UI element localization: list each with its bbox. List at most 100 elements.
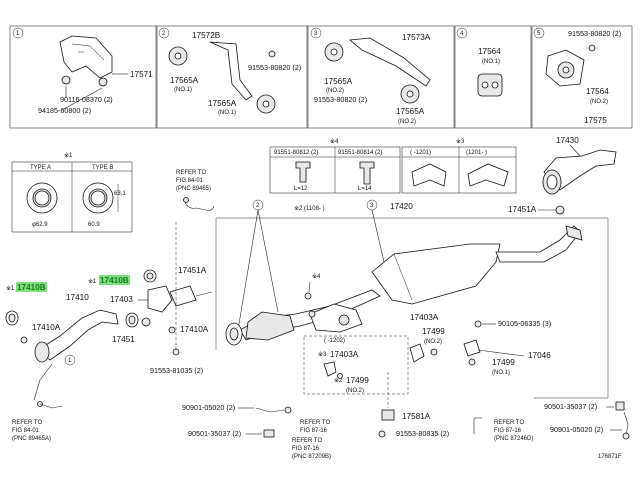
tail-pipe-17430: 17430 <box>542 136 617 195</box>
refer-label-bottom-left[interactable]: REFER TO FIG 84-01 (PNC 89465A) <box>12 363 63 442</box>
bottom-center-parts: 90901-05020 (2) 90501-35037 (2) REFER TO… <box>182 372 449 460</box>
range-header: ( -1201) <box>410 150 431 156</box>
part-number: (NO.1) <box>174 87 192 93</box>
gasket <box>468 358 476 366</box>
bolt-icon <box>98 77 108 87</box>
bolt-length: L=14 <box>358 186 372 192</box>
bolt-icon <box>61 75 71 85</box>
part-number: 94185-60800 (2) <box>38 106 91 115</box>
main-assembly: 17420 ※2 (1108- ) 17451A 2 3 ※4 <box>215 199 609 399</box>
bolt-part-number: 91551-80814 (2) <box>338 150 382 156</box>
top-box-1: 1 17571 90116-08370 (2) 94185-60800 (2) <box>9 25 157 129</box>
refer-label-bottom-right[interactable]: REFER TO FIG 87-16 (PNC 87246D) <box>494 420 533 442</box>
part-number: (NO.1) <box>218 110 236 116</box>
sensor-wire <box>183 199 215 211</box>
part-number: 17572B <box>192 31 221 40</box>
part-number: 17451A <box>178 266 207 275</box>
note-mark: ※4 <box>330 138 339 145</box>
box-number: 1 <box>16 31 20 37</box>
refer-line: REFER TO <box>292 438 322 444</box>
top-box-4: 4 17564 (NO.1) <box>454 25 532 129</box>
refer-line: REFER TO <box>12 420 42 426</box>
dimension: 60.9 <box>88 222 100 228</box>
bolt-icon <box>168 326 176 334</box>
part-number: 17410A <box>32 323 61 332</box>
bolt-icon <box>304 292 312 300</box>
range-frame-1202 <box>303 335 409 395</box>
part-number: 91553-80820 (2) <box>568 29 621 38</box>
top-box-3: 3 17573A 17565A (NO.2) 91553-80820 (2) 1… <box>307 25 455 129</box>
part-number: 17571 <box>130 70 153 79</box>
bracket-17046 <box>463 339 481 357</box>
bracket-17403 <box>147 285 173 313</box>
bolt-icon <box>359 161 375 185</box>
note-mark: ※4 <box>312 273 321 280</box>
bottom-right-parts: 90501-35037 (2) 90901-05020 (2) REFER TO… <box>473 401 630 460</box>
part-number: (NO.1) <box>482 59 500 65</box>
box-frame <box>307 25 455 129</box>
clip <box>263 429 275 438</box>
part-number: (NO.2) <box>346 388 364 394</box>
bolt-table: ※4 91551-80812 (2) 91551-80814 (2) L=12 … <box>269 138 401 194</box>
part-number-highlight[interactable]: 17410B <box>100 276 129 285</box>
note-mark: ※1 <box>64 152 73 159</box>
clip <box>615 401 625 411</box>
highlight <box>99 275 130 285</box>
flange-17451a <box>169 285 197 307</box>
bolt-icon <box>141 317 151 327</box>
rear-bracket <box>565 225 583 241</box>
range-header: (1201- ) <box>466 150 487 156</box>
refer-line: FIG 87-16 <box>494 428 522 434</box>
refer-line: FIG 87-16 <box>292 446 320 452</box>
part-number: 90501-35037 (2) <box>544 402 597 411</box>
part-number-highlight[interactable]: 17410B <box>17 283 46 292</box>
dimension: φ62.9 <box>32 222 48 228</box>
part-number: 17575 <box>584 116 607 125</box>
highlight <box>16 282 47 292</box>
callout-number: 3 <box>370 203 374 209</box>
bracket-17403a <box>409 343 425 363</box>
refer-label-bottom-2[interactable]: REFER TO FIG 87-16 (PNC 87209B) <box>292 438 331 460</box>
part-number: 17573A <box>402 33 431 42</box>
refer-line: FIG 84-01 <box>176 178 204 184</box>
tail-pipe <box>543 149 617 191</box>
catalytic-converter <box>245 311 295 341</box>
refer-line: (PNC 89465) <box>176 186 211 192</box>
sensor-connector <box>622 432 630 440</box>
top-box-2: 2 17572B 17565A (NO.1) 91553-80820 (2) 1… <box>156 25 308 129</box>
gasket-type-table: ※1 TYPE A TYPE B φ62.9 63.1 60.9 <box>11 152 133 233</box>
refer-line: FIG 87-16 <box>300 428 328 434</box>
callout-number: 1 <box>68 358 72 364</box>
refer-line: (PNC 87209B) <box>292 454 331 460</box>
part-number: 90105-06335 (3) <box>498 319 551 328</box>
bracket-variant-right <box>467 163 509 187</box>
pipe-flange <box>34 341 50 363</box>
note-mark: ※3 <box>456 138 465 145</box>
part-number: 91553-80820 (2) <box>314 95 367 104</box>
part-number: 17403A <box>410 313 439 322</box>
bracket-17573a <box>349 37 431 87</box>
part-number: 17430 <box>556 136 579 145</box>
part-number: 17403A <box>330 350 359 359</box>
refer-label-bottom-1[interactable]: REFER TO FIG 87-16 <box>300 420 330 434</box>
box-number: 5 <box>537 31 541 37</box>
part-number: 17565A <box>396 107 425 116</box>
part-number: (NO.2) <box>398 119 416 125</box>
callout-number: 2 <box>256 203 260 209</box>
gasket <box>430 348 438 356</box>
part-number: 17046 <box>528 351 551 360</box>
bolt-icon <box>474 320 482 328</box>
bolt-part-number: 91551-80812 (2) <box>274 150 318 156</box>
box-number: 4 <box>460 31 464 37</box>
part-number: 17403 <box>110 295 133 304</box>
part-number: 90901-05020 (2) <box>182 403 235 412</box>
refer-label-top[interactable]: REFER TO FIG 84-01 (PNC 89465) <box>176 170 215 211</box>
figure-id: 176871F <box>598 454 622 460</box>
part-number: 17564 <box>586 87 609 96</box>
box-number: 3 <box>314 31 318 37</box>
part-number: 17581A <box>402 412 431 421</box>
sensor-wire <box>255 407 285 413</box>
bolt-icon <box>378 430 386 438</box>
sensor-connector <box>284 406 292 414</box>
